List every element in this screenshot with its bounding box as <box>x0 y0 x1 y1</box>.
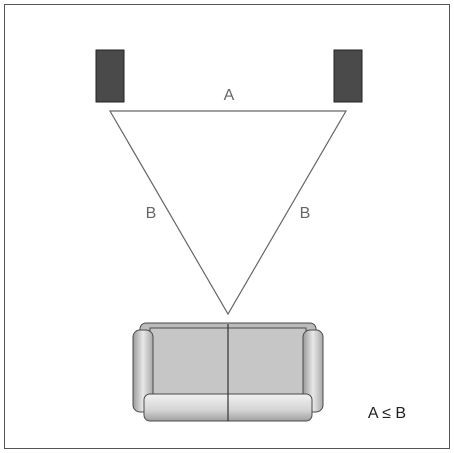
label-a: A <box>224 87 235 104</box>
relation-note: A ≤ B <box>368 405 406 422</box>
sofa-armrest-left <box>132 329 154 413</box>
sofa-back-cushion-right <box>227 327 307 397</box>
right-speaker <box>333 49 363 103</box>
label-b-left: B <box>146 205 157 222</box>
label-b-right: B <box>300 205 311 222</box>
sofa <box>132 322 324 422</box>
sofa-armrest-right <box>302 329 324 413</box>
listening-triangle <box>108 110 348 316</box>
sofa-back-cushion-left <box>149 327 229 397</box>
left-speaker <box>95 49 125 103</box>
